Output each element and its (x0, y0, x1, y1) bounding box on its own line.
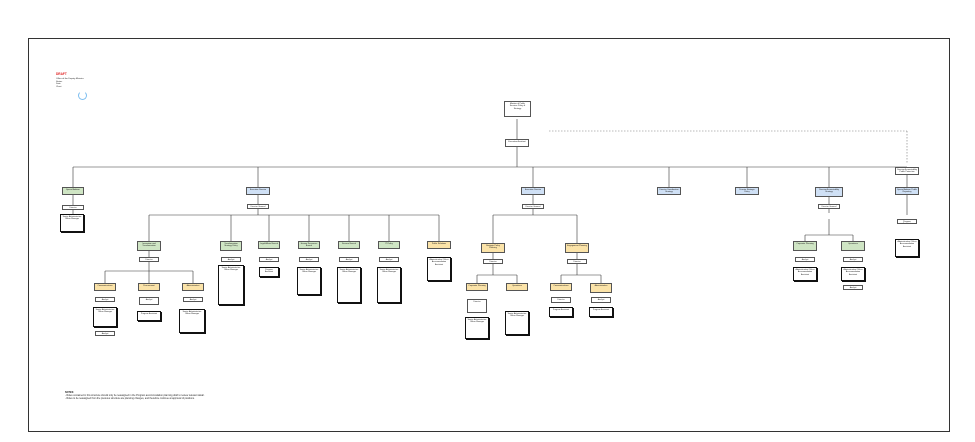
node-d1-director[interactable]: Director (483, 259, 503, 264)
org-chart-page: DRAFT Office of the Deputy Minister Stat… (28, 38, 950, 432)
node-e-branch[interactable]: Communications (550, 283, 572, 291)
node-director-accountability[interactable]: Director Accountability Strategy (815, 187, 843, 197)
node-detail-box[interactable]: Senior Administrative Officer Manager (377, 267, 401, 303)
subtitle-line: Status (56, 80, 63, 83)
subtitle-line: Office of the Deputy Minister (56, 78, 84, 80)
node-detail[interactable]: Analyst (591, 297, 611, 303)
node-director-general-b2[interactable]: Director General (247, 204, 269, 209)
node-detail[interactable]: Analyst (339, 257, 359, 262)
node-detail-box[interactable]: Program Assistant (137, 311, 161, 321)
node-director-general-b3[interactable]: Director General (522, 204, 544, 209)
node-special-advisor[interactable]: Special Advisor (62, 187, 84, 195)
draft-title: DRAFT (56, 72, 67, 76)
notes-section: NOTES: - Roles contained in this structu… (65, 391, 325, 400)
node-detail-box[interactable]: Administrative Officer Accommodation Ass… (427, 257, 451, 281)
node-side-top[interactable]: Director Accountability Public Protectio… (895, 167, 919, 175)
node-detail[interactable]: Analyst (95, 331, 115, 336)
notes-title: NOTES: (65, 391, 75, 394)
node-communications[interactable]: Communications (94, 283, 116, 291)
node-e-branch[interactable]: Corporate Planning (466, 283, 488, 291)
node-side-box2[interactable]: Administrative Officer Accommodation Ass… (895, 239, 919, 257)
node-detail[interactable]: Analyst (183, 297, 203, 302)
notes-line: - Roles contained in this structure shou… (65, 394, 205, 397)
node-it-policy[interactable]: IT Policy (378, 241, 400, 249)
node-e-branch[interactable]: Corporate Planning (793, 241, 817, 251)
node-detail-box[interactable]: Program Assistant (549, 307, 573, 317)
node-innovation[interactable]: Innovation and Transformation (137, 241, 161, 251)
node-detail-box[interactable]: Senior Administrative Officer Manager (505, 311, 529, 335)
node-legal[interactable]: Legal Affairs Branch (258, 241, 280, 249)
draft-subtitle: Office of the Deputy Minister Status Dat… (56, 78, 116, 88)
node-procurement[interactable]: Procurement (138, 283, 160, 291)
node-detail[interactable]: Analyst (843, 257, 863, 262)
node-human-resources[interactable]: Human Resources Branch (298, 241, 320, 249)
node-e-branch[interactable]: Administration (590, 283, 612, 293)
node-detail[interactable]: Director (551, 297, 571, 303)
node-box-b1[interactable]: Senior Administrative Officer Manager (60, 214, 84, 232)
loading-spinner-icon (78, 91, 87, 100)
subtitle-line: Date (56, 83, 61, 86)
node-detail-box[interactable]: Senior Administrative Officer Manager (337, 267, 361, 303)
node-detail-box[interactable]: Senior Administrative Officer Manager (93, 307, 117, 327)
node-director-coordination[interactable]: Director Coordination Strategy (657, 187, 681, 195)
node-detail[interactable]: Analyst (843, 285, 863, 290)
connector-lines (72, 119, 908, 283)
node-administration[interactable]: Administration (182, 283, 204, 291)
node-detail-box[interactable]: Senior Administrative Officer Manager (179, 309, 205, 333)
node-detail-box[interactable]: Senior Administrative Officer Manager (465, 317, 489, 339)
notes-line: - Roles to be reassigned from the previo… (65, 397, 195, 400)
subtitle-line: Chart (56, 85, 62, 88)
node-transformation[interactable]: Transformation Strategy Policy (220, 241, 242, 251)
node-executive-assistant[interactable]: Executive Assistant (505, 139, 529, 147)
node-director-b1[interactable]: Director (62, 205, 84, 210)
node-d2-director[interactable]: Director (567, 259, 587, 264)
node-detail-box[interactable]: Senior Administrative Officer Manager (218, 265, 244, 305)
node-detail[interactable]: Analyst (795, 257, 815, 262)
node-director-general-b6[interactable]: Director General (818, 204, 840, 209)
node-minister[interactable]: Minister of Public Services Policy & Str… (504, 101, 531, 117)
node-detail[interactable]: Analyst (139, 297, 159, 305)
node-innovation-director[interactable]: Director (139, 257, 159, 262)
node-detail[interactable]: Analyst (221, 257, 241, 262)
node-strategic-policy-planning[interactable]: Strategic Policy Planning (481, 243, 505, 253)
node-detail[interactable]: Analyst (379, 257, 399, 262)
node-director-strategic-policy[interactable]: Director Strategic Policy (735, 187, 759, 195)
node-detail-box[interactable]: Program Assistant (259, 267, 279, 277)
node-e-branch[interactable]: Operations (841, 241, 865, 251)
node-engagement-planning[interactable]: Engagement Planning (565, 243, 589, 253)
node-side-box[interactable]: Program Assistant (897, 219, 917, 224)
node-detail[interactable]: Analyst (259, 257, 279, 262)
node-public-relations[interactable]: Public Relations (427, 241, 451, 249)
node-finance[interactable]: Finance Branch (338, 241, 360, 249)
node-side-sub[interactable]: Special Advisor Public Reporting (895, 187, 919, 195)
node-detail-box[interactable]: Administrative Officer Accommodation Ass… (793, 267, 817, 281)
node-detail-box[interactable]: Program Assistant (589, 307, 613, 317)
node-executive-director-b2[interactable]: Executive Director (246, 187, 270, 195)
node-detail[interactable]: Director (467, 299, 487, 313)
node-detail-box[interactable]: Senior Administrative Officer Manager (297, 267, 321, 295)
node-executive-director-b3[interactable]: Executive Director (521, 187, 545, 195)
node-detail[interactable]: Analyst (95, 297, 115, 302)
node-e-branch[interactable]: Operations (506, 283, 528, 291)
node-detail[interactable]: Analyst (299, 257, 319, 262)
node-detail-box[interactable]: Administrative Officer Accommodation Ass… (841, 267, 865, 281)
